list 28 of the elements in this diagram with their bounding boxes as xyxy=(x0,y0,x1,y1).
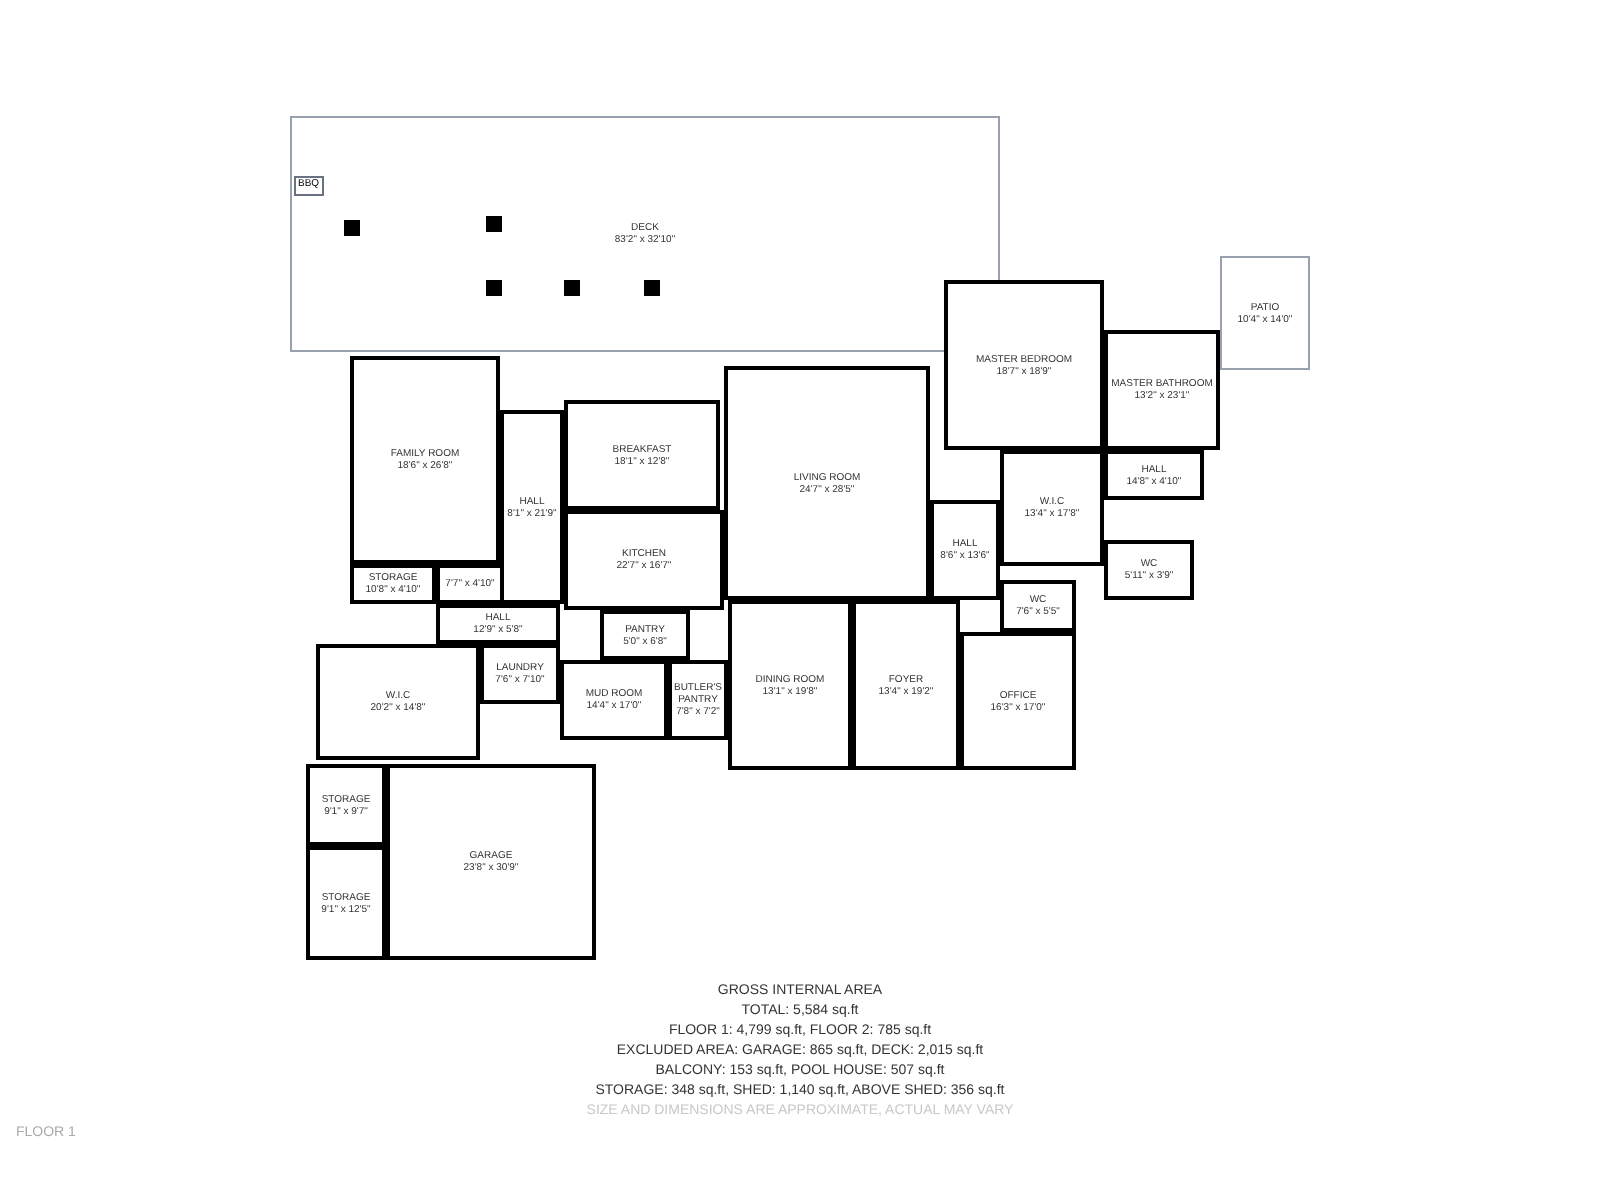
outdoor-area-outline xyxy=(290,116,1000,352)
room-outline xyxy=(316,644,480,760)
room-outline xyxy=(560,660,668,740)
room-outline xyxy=(306,764,386,846)
room-outline xyxy=(386,764,596,960)
room-outline xyxy=(724,366,930,600)
room-outline xyxy=(930,500,1000,600)
room-outline xyxy=(728,600,852,770)
room-outline xyxy=(852,600,960,770)
room-outline xyxy=(350,564,436,604)
room-outline xyxy=(600,610,690,660)
room-outline xyxy=(668,660,728,740)
room-outline xyxy=(564,400,720,510)
room-outline xyxy=(944,280,1104,450)
room-outline xyxy=(960,632,1076,770)
room-outline xyxy=(480,644,560,704)
outdoor-area-outline xyxy=(1220,256,1310,370)
room-outline xyxy=(1000,450,1104,566)
room-outline xyxy=(350,356,500,564)
room-outline xyxy=(1104,450,1204,500)
room-outline xyxy=(306,846,386,960)
room-outline xyxy=(1000,580,1076,632)
room-outline xyxy=(1104,540,1194,600)
room-outline xyxy=(500,410,564,604)
room-outline xyxy=(564,510,724,610)
room-outline xyxy=(1104,330,1220,450)
room-outline xyxy=(436,604,560,644)
room-outline xyxy=(436,564,504,604)
